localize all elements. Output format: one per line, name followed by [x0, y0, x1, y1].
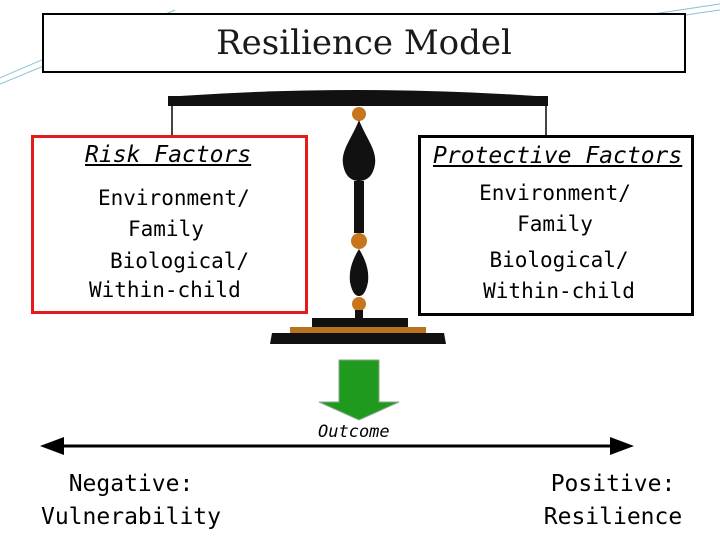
spectrum-left-arrowhead [40, 437, 64, 455]
slide-title: Resilience Model [216, 23, 512, 63]
outcome-label: Outcome [318, 422, 390, 442]
risk-item-biological-line1: Biological/ [110, 249, 250, 273]
negative-endpoint: Negative: Vulnerability [40, 468, 222, 534]
positive-label: Positive: [550, 471, 676, 497]
middle-pivot-knob [351, 233, 367, 249]
protective-item-environment: Environment/ Family [430, 178, 680, 240]
protective-item-biological-line1: Biological/ [489, 248, 629, 272]
risk-item-family: Family [128, 214, 204, 245]
protective-item-biological: Biological/ Within-child [434, 245, 684, 307]
top-pivot-knob [352, 107, 366, 121]
protective-item-withinchild-line2: Within-child [483, 279, 635, 303]
protective-item-environment-line1: Environment/ [479, 181, 631, 205]
outcome-arrow [318, 359, 400, 421]
resilience-label: Resilience [543, 504, 683, 530]
protective-factors-heading: Protective Factors [433, 143, 683, 169]
risk-factors-box [31, 135, 308, 314]
pillar-lower-bulb [349, 249, 369, 296]
scale-base-foot [270, 333, 446, 344]
balance-beam [168, 96, 548, 106]
protective-factors-box [418, 135, 694, 316]
negative-label: Negative: [68, 471, 194, 497]
pillar-upper-bulb [342, 120, 376, 181]
vulnerability-label: Vulnerability [40, 504, 221, 530]
scale-base-trim [290, 327, 426, 333]
risk-factors-heading: Risk Factors [85, 142, 252, 168]
positive-endpoint: Positive: Resilience [538, 468, 688, 534]
spectrum-right-arrowhead [610, 437, 634, 455]
protective-item-family-line2: Family [517, 212, 593, 236]
risk-item-biological: Biological/ [110, 246, 249, 277]
risk-item-withinchild: Within-child [89, 275, 241, 306]
risk-item-withinchild-line2: Within-child [89, 278, 241, 302]
risk-item-environment: Environment/ [98, 183, 250, 214]
scale-base-plate [312, 318, 408, 327]
title-box: Resilience Model [42, 13, 686, 73]
lower-pivot-knob [352, 297, 366, 311]
risk-item-family-line2: Family [128, 217, 204, 241]
risk-item-environment-line1: Environment/ [98, 186, 250, 210]
